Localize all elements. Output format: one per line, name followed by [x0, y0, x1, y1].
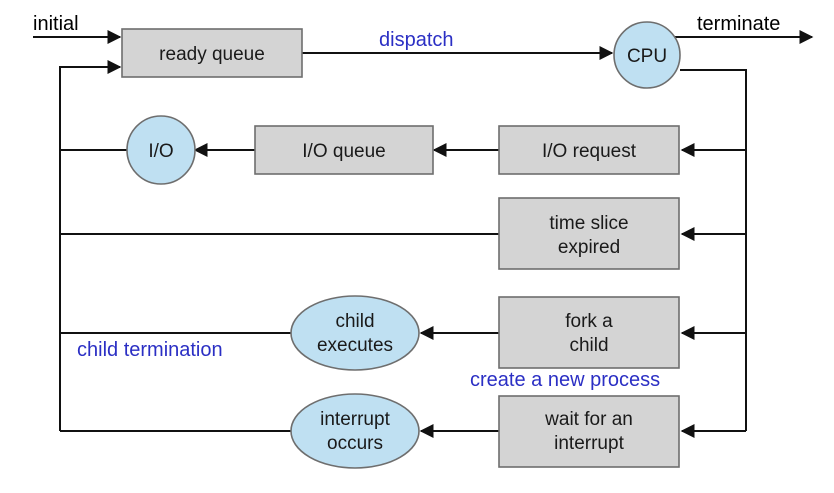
dispatch-label: dispatch	[379, 29, 454, 51]
io-queue-box	[254, 125, 434, 175]
io-request-box	[498, 125, 680, 175]
io-request-label: I/O request	[542, 141, 637, 162]
io-node	[126, 115, 196, 185]
time-slice-label-line1: time slice	[549, 213, 628, 234]
child-executes-node	[290, 295, 420, 371]
cpu-output-line	[680, 69, 747, 431]
interrupt-occurs-line1: interrupt	[320, 409, 390, 430]
time-slice-label-line2: expired	[558, 237, 620, 258]
fork-child-box	[498, 296, 680, 369]
wait-interrupt-box	[498, 395, 680, 468]
ready-queue-box	[121, 28, 303, 78]
ready-queue-label: ready queue	[159, 44, 265, 65]
initial-label: initial	[33, 13, 79, 35]
child-termination-label: child termination	[77, 339, 223, 361]
cpu-node	[613, 21, 681, 89]
child-executes-line2: executes	[317, 335, 393, 356]
cpu-label: CPU	[627, 46, 667, 67]
interrupt-occurs-node	[290, 393, 420, 469]
create-new-process-label: create a new process	[470, 369, 660, 391]
io-queue-label: I/O queue	[302, 141, 385, 162]
fork-label-line2: child	[569, 335, 608, 356]
child-executes-line1: child	[335, 311, 374, 332]
time-slice-box	[498, 197, 680, 270]
wait-label-line1: wait for an	[544, 409, 633, 430]
interrupt-occurs-line2: occurs	[327, 433, 383, 454]
fork-label-line1: fork a	[565, 311, 613, 332]
wait-label-line2: interrupt	[554, 433, 624, 454]
io-label: I/O	[148, 141, 173, 162]
return-to-ready-queue	[59, 60, 122, 431]
terminate-label: terminate	[697, 13, 780, 35]
